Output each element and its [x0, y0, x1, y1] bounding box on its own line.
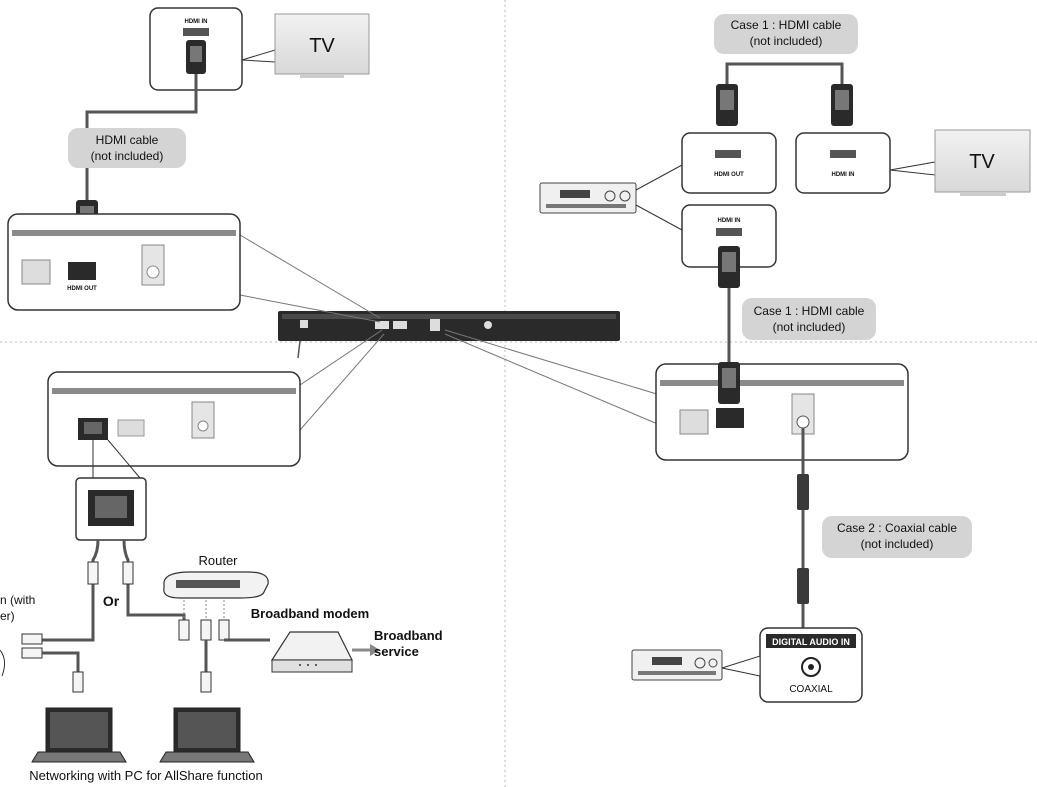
lan-plug-icon — [178, 619, 190, 641]
coaxial-plug-icon — [797, 568, 809, 604]
lan-plug-icon — [87, 561, 99, 585]
allshare-caption: Networking with PC for AllShare function — [29, 768, 262, 783]
tv-icon — [274, 13, 370, 75]
case1-top-line1: Case 1 : HDMI cable — [731, 18, 842, 32]
lan-plug-icon — [72, 671, 84, 693]
lan-cable-router — [122, 539, 186, 620]
receiver-hdmi-in-label: HDMI IN — [718, 218, 741, 224]
hdmi-cable-bubble — [68, 128, 186, 168]
broadband-modem-icon — [270, 631, 353, 673]
case2-line2: (not included) — [861, 537, 934, 551]
player-back-panel — [7, 213, 241, 311]
av-receiver-icon — [631, 649, 723, 681]
case1-mid-line2: (not included) — [773, 320, 846, 334]
lan-plug-icon — [122, 561, 134, 585]
service-line2: service — [374, 644, 419, 659]
digital-audio-in-label: DIGITAL AUDIO IN — [772, 637, 850, 647]
lan-cable-pc — [35, 539, 100, 642]
tv-hdmi-in-label-right: HDMI IN — [832, 172, 855, 178]
receiver-hdmi-out-label: HDMI OUT — [714, 172, 744, 178]
lan-plug-icon — [21, 633, 43, 645]
receiver-hdmi-out-box — [681, 132, 777, 194]
tv-hdmi-in-box-right — [795, 132, 891, 194]
case2-line1: Case 2 : Coaxial cable — [837, 521, 957, 535]
tv-label-right: TV — [969, 151, 995, 173]
pc-label-line1: n (with — [0, 593, 35, 607]
tv-hdmi-in-label: HDMI IN — [185, 19, 208, 25]
case1-top-bubble — [714, 14, 858, 54]
case1-mid-bubble — [742, 298, 876, 340]
pc-label-line2: er) — [0, 609, 15, 623]
top-left-section: HDMI IN TV HDMI cable (not included) HDM… — [7, 7, 370, 311]
or-label: Or — [103, 593, 120, 609]
coaxial-label: COAXIAL — [789, 684, 833, 695]
case2-bubble — [822, 516, 972, 558]
hdmi-cable-line1: HDMI cable — [96, 133, 159, 147]
arrow-icon — [370, 644, 380, 656]
zoom-pointers — [239, 234, 661, 431]
service-line1: Broadband — [374, 628, 443, 643]
bottom-left-section: Or Router Broadband modem Broadband serv… — [0, 371, 443, 783]
case1-mid-line1: Case 1 : HDMI cable — [754, 304, 865, 318]
lan-plug-icon — [218, 619, 230, 641]
bluray-player — [278, 311, 620, 359]
hdmi-cable-line2: (not included) — [91, 149, 164, 163]
tv-icon — [934, 129, 1031, 193]
player-back-panel-lan — [47, 371, 301, 467]
hdmi-cable-top — [725, 62, 844, 90]
top-right-section: Case 1 : HDMI cable (not included) HDMI … — [539, 14, 1031, 703]
laptop-icon — [159, 707, 255, 763]
coaxial-plug-icon — [797, 474, 809, 510]
tv-label: TV — [309, 35, 335, 57]
router-label: Router — [198, 553, 238, 568]
lan-plug-icon — [200, 619, 212, 641]
lan-plug-icon — [200, 671, 212, 693]
router-icon — [163, 571, 269, 599]
modem-label: Broadband modem — [251, 606, 369, 621]
hdmi-out-label: HDMI OUT — [67, 286, 97, 292]
case1-top-line2: (not included) — [750, 34, 823, 48]
laptop-icon — [31, 707, 127, 763]
av-receiver-icon — [539, 182, 637, 214]
lan-plug-icon — [21, 647, 43, 659]
